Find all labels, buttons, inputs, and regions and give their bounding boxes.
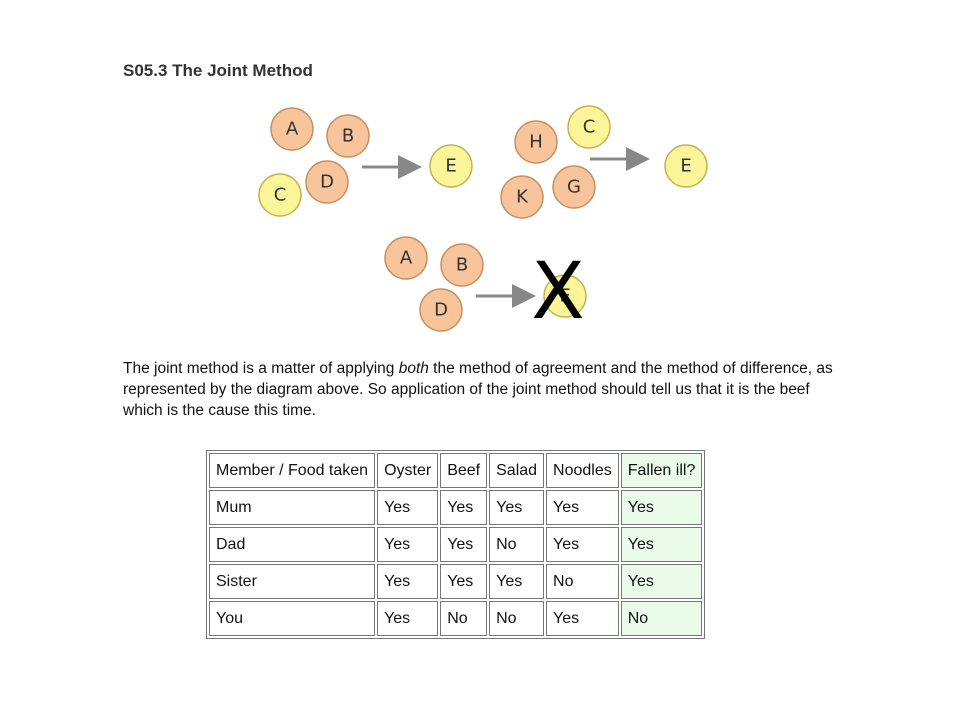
cause-circle-label: C: [274, 185, 287, 206]
table-header-cell: Fallen ill?: [620, 453, 703, 488]
table-row: You Yes No No Yes No: [209, 601, 703, 636]
cause-circle-label: K: [516, 187, 529, 208]
table-cell: Yes: [440, 564, 488, 599]
cross-icon: X: [531, 247, 584, 337]
effect-circle-label: E: [680, 156, 691, 177]
diagram-group-2: H C G K E: [500, 105, 708, 219]
diagram-group-1: A B D C E: [258, 107, 473, 217]
table-cell: Yes: [620, 490, 703, 525]
cause-circle-label: A: [286, 119, 299, 140]
cause-circle-label: D: [320, 172, 334, 193]
table-cell: You: [209, 601, 376, 636]
table-cell: Yes: [546, 490, 619, 525]
paragraph-text: The joint method is a matter of applying: [123, 360, 399, 377]
table-header-cell: Noodles: [546, 453, 619, 488]
paragraph-text: the method of agreement and the method o…: [123, 360, 833, 419]
paragraph-emphasis: both: [398, 360, 429, 377]
table-row: Mum Yes Yes Yes Yes Yes: [209, 490, 703, 525]
diagram-group-3: A B D E X: [384, 236, 587, 337]
table-header-cell: Oyster: [377, 453, 439, 488]
table-cell: No: [546, 564, 619, 599]
table-cell: Yes: [620, 527, 703, 562]
table-cell: Yes: [377, 564, 439, 599]
table-header-cell: Beef: [440, 453, 488, 488]
cause-circle-label: C: [583, 117, 596, 138]
explanation-paragraph: The joint method is a matter of applying…: [123, 358, 853, 421]
table-row: Dad Yes Yes No Yes Yes: [209, 527, 703, 562]
table-cell: Sister: [209, 564, 376, 599]
table-cell: Mum: [209, 490, 376, 525]
cause-circle-label: B: [456, 255, 468, 276]
table-cell: No: [489, 601, 545, 636]
table-cell: No: [440, 601, 488, 636]
table-header-cell: Member / Food taken: [209, 453, 376, 488]
table-cell: Yes: [440, 490, 488, 525]
table-cell: Yes: [377, 490, 439, 525]
table-cell: Dad: [209, 527, 376, 562]
page-title: S05.3 The Joint Method: [123, 61, 313, 80]
cause-circle-label: A: [400, 248, 413, 269]
table-cell: No: [620, 601, 703, 636]
table-cell: Yes: [489, 490, 545, 525]
cause-circle-label: G: [567, 177, 581, 198]
table-header-cell: Salad: [489, 453, 545, 488]
table-cell: Yes: [377, 601, 439, 636]
table-cell: Yes: [620, 564, 703, 599]
table-row: Sister Yes Yes Yes No Yes: [209, 564, 703, 599]
cause-circle-label: B: [342, 126, 354, 147]
effect-circle-label: E: [559, 286, 570, 307]
table-cell: Yes: [546, 527, 619, 562]
table-header-row: Member / Food taken Oyster Beef Salad No…: [209, 453, 703, 488]
table-cell: No: [489, 527, 545, 562]
table-cell: Yes: [377, 527, 439, 562]
table-cell: Yes: [489, 564, 545, 599]
cause-circle-label: H: [529, 132, 543, 153]
cause-circle-label: D: [434, 300, 448, 321]
table-cell: Yes: [546, 601, 619, 636]
effect-circle-label: E: [445, 156, 456, 177]
table-cell: Yes: [440, 527, 488, 562]
food-table: Member / Food taken Oyster Beef Salad No…: [206, 450, 706, 639]
